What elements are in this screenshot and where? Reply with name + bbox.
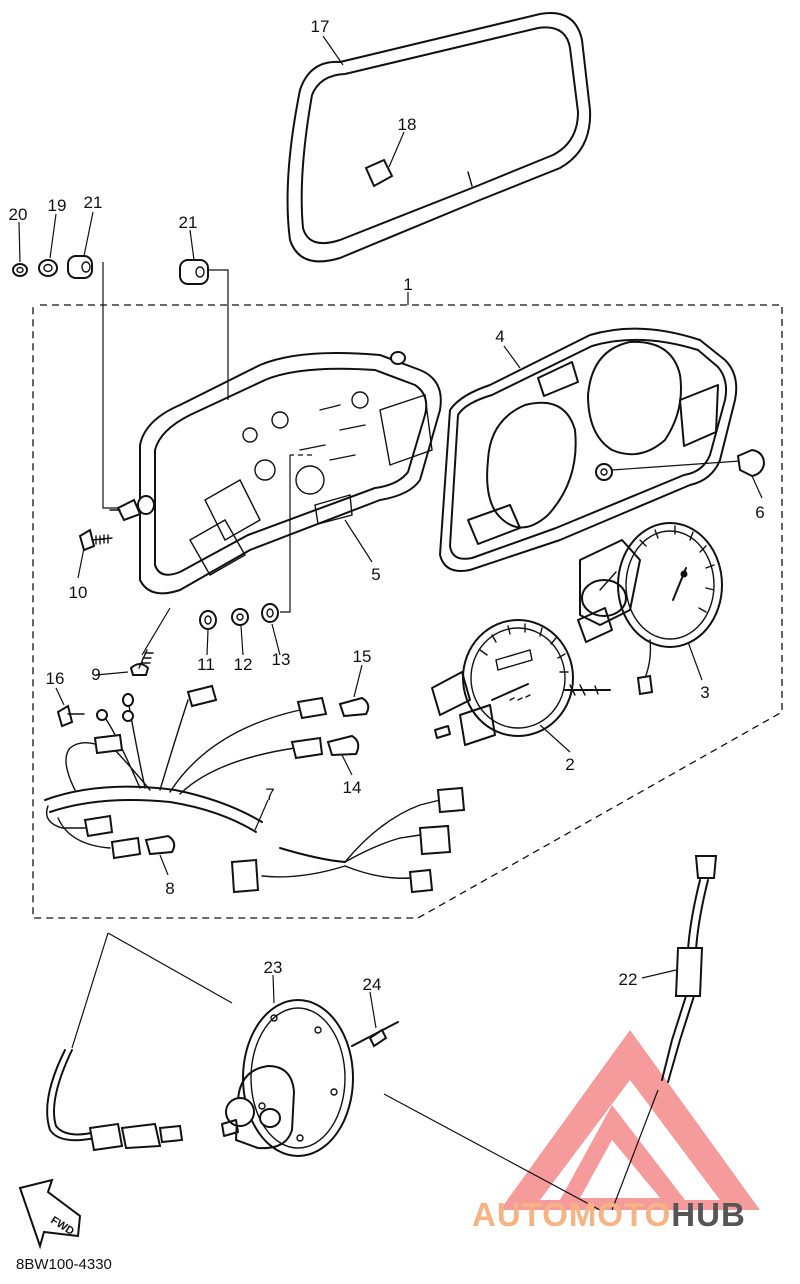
tachometer-part bbox=[577, 522, 723, 696]
callout-18: 18 bbox=[398, 115, 417, 134]
callout-12: 12 bbox=[234, 655, 253, 674]
cap-part bbox=[736, 448, 766, 478]
screw-part bbox=[56, 704, 85, 728]
grommet-part bbox=[179, 259, 209, 285]
terminal-part bbox=[96, 693, 134, 722]
watermark-logo-icon bbox=[500, 1030, 760, 1210]
bulb-socket-part bbox=[83, 684, 328, 860]
bolt-part bbox=[109, 498, 142, 522]
callout-19: 19 bbox=[48, 196, 67, 215]
watermark-text-part2: HUB bbox=[671, 1196, 746, 1233]
meter-panel-part bbox=[439, 327, 741, 572]
wire-harness-part bbox=[44, 699, 466, 894]
speedometer-part bbox=[431, 619, 611, 746]
pin-part bbox=[351, 1021, 399, 1048]
callout-9: 9 bbox=[91, 665, 100, 684]
callout-13: 13 bbox=[272, 650, 291, 669]
callout-23: 23 bbox=[264, 958, 283, 977]
grommet-part bbox=[261, 603, 279, 623]
washer-part bbox=[231, 608, 249, 626]
meter-cable-part bbox=[383, 855, 718, 1211]
bulb-part bbox=[144, 696, 370, 856]
callout-4: 4 bbox=[495, 327, 504, 346]
callout-15: 15 bbox=[353, 647, 372, 666]
callout-22: 22 bbox=[619, 970, 638, 989]
callout-5: 5 bbox=[371, 565, 380, 584]
callout-17: 17 bbox=[311, 17, 330, 36]
callout-20: 20 bbox=[9, 205, 28, 224]
callout-6: 6 bbox=[755, 503, 764, 522]
leader-lines bbox=[18, 35, 763, 1029]
callout-8: 8 bbox=[165, 879, 174, 898]
callout-14: 14 bbox=[343, 778, 362, 797]
watermark-text: AUTOMOTOHUB bbox=[472, 1196, 746, 1234]
callout-24: 24 bbox=[363, 975, 382, 994]
gear-unit-part bbox=[221, 999, 354, 1157]
callout-1: 1 bbox=[403, 275, 412, 294]
screw-part bbox=[129, 607, 171, 676]
callout-3: 3 bbox=[700, 683, 709, 702]
watermark-text-part1: AUTOMOTO bbox=[472, 1196, 672, 1233]
callout-21a: 21 bbox=[84, 193, 103, 212]
grommet-part bbox=[67, 255, 93, 279]
callout-21b: 21 bbox=[179, 213, 198, 232]
drawing-code: 8BW100-4330 bbox=[16, 1256, 112, 1273]
callout-16: 16 bbox=[46, 669, 65, 688]
meter-case-part bbox=[137, 351, 442, 595]
meter-cover-part bbox=[286, 12, 592, 263]
callout-2: 2 bbox=[565, 755, 574, 774]
callout-7: 7 bbox=[265, 785, 274, 804]
nut-part bbox=[199, 610, 217, 630]
callout-10: 10 bbox=[69, 583, 88, 602]
forward-arrow-icon: FWD bbox=[18, 1178, 82, 1250]
assembly-boundary bbox=[32, 304, 783, 919]
screw-part bbox=[78, 528, 113, 552]
nut-part bbox=[12, 263, 28, 277]
speedometer-cable-part bbox=[46, 932, 233, 1152]
washer-part bbox=[38, 259, 58, 277]
callout-11: 11 bbox=[197, 655, 215, 674]
